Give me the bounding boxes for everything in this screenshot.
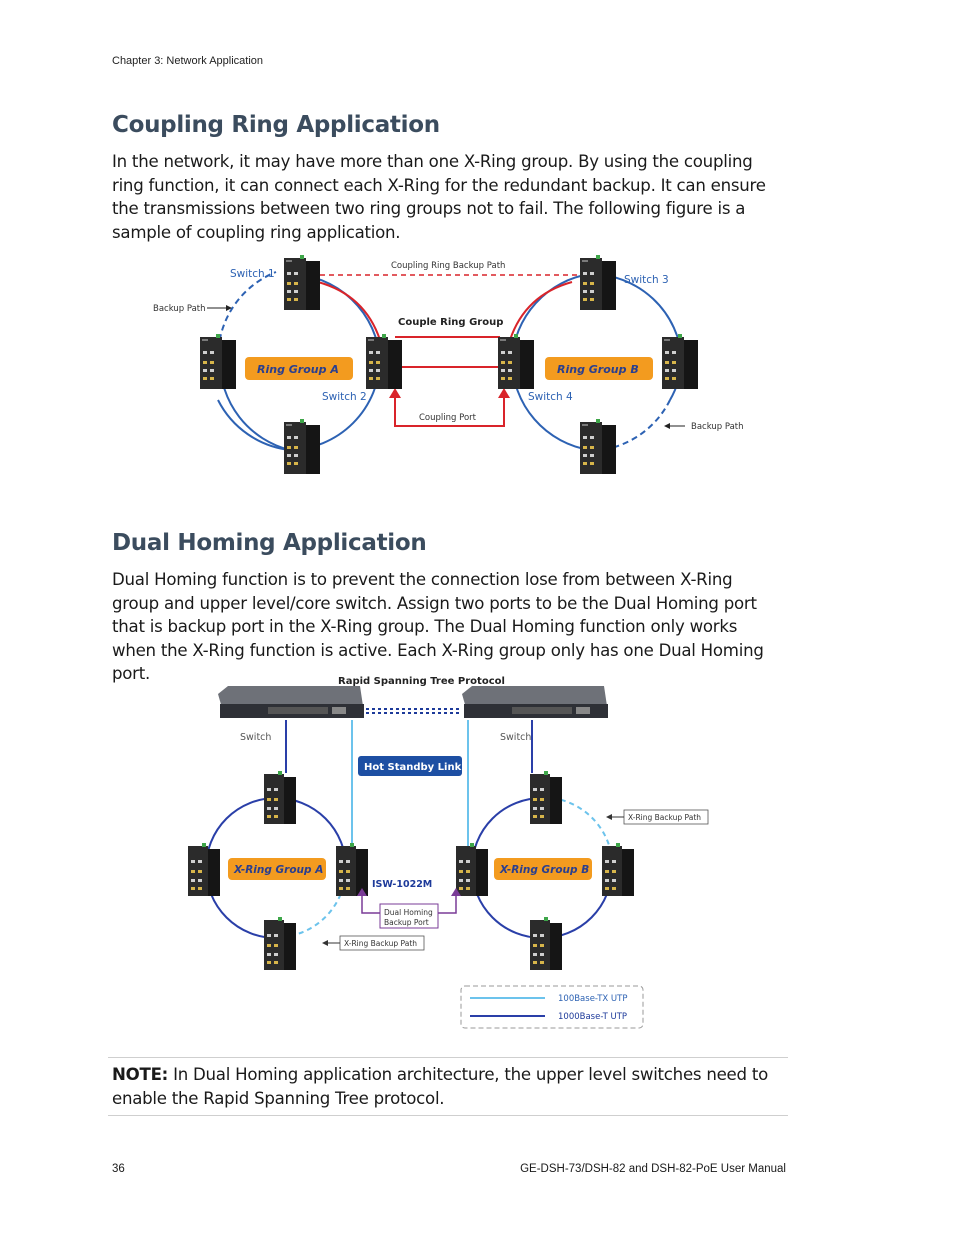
coupling-backup-path-label: Coupling Ring Backup Path bbox=[391, 261, 505, 271]
switch-right-label: Switch bbox=[500, 732, 531, 743]
chapter-header: Chapter 3: Network Application bbox=[112, 55, 264, 67]
section-body-dual-homing: Dual Homing function is to prevent the c… bbox=[112, 570, 764, 683]
section-title-coupling: Coupling Ring Application bbox=[112, 112, 440, 138]
note-text: NOTE: In Dual Homing application archite… bbox=[112, 1063, 782, 1110]
section-title-dual-homing: Dual Homing Application bbox=[112, 530, 427, 556]
note-box: NOTE: In Dual Homing application archite… bbox=[108, 1057, 788, 1116]
ring-group-b-badge: Ring Group B bbox=[557, 363, 639, 376]
xring-a-badge: X-Ring Group A bbox=[233, 864, 323, 876]
xring-b-badge: X-Ring Group B bbox=[499, 864, 589, 876]
couple-ring-group-label: Couple Ring Group bbox=[398, 317, 503, 328]
ring-group-a-badge: Ring Group A bbox=[257, 363, 339, 376]
dual-homing-line1: Dual Homing bbox=[384, 908, 433, 917]
model-label: ISW-1022M bbox=[372, 879, 432, 890]
backup-path-right-label: Backup Path bbox=[691, 422, 744, 432]
coupling-port-label: Coupling Port bbox=[419, 413, 477, 423]
hot-standby-badge: Hot Standby Link bbox=[364, 762, 462, 773]
note-label: NOTE: bbox=[112, 1065, 169, 1084]
rstp-label: Rapid Spanning Tree Protocol bbox=[338, 676, 505, 687]
switch2-label: Switch 2 bbox=[322, 391, 367, 403]
xring-backup-right-label: X-Ring Backup Path bbox=[628, 813, 701, 822]
legend-tx-label: 100Base-TX UTP bbox=[558, 994, 627, 1004]
page-number: 36 bbox=[112, 1163, 125, 1175]
xring-backup-left-label: X-Ring Backup Path bbox=[344, 939, 417, 948]
backup-path-left-label: Backup Path bbox=[153, 304, 206, 314]
dual-homing-line2: Backup Port bbox=[384, 918, 429, 927]
section-body-coupling: In the network, it may have more than on… bbox=[112, 152, 766, 242]
switch4-label: Switch 4 bbox=[528, 391, 573, 403]
legend-t-label: 1000Base-T UTP bbox=[558, 1012, 627, 1022]
switch-left-label: Switch bbox=[240, 732, 271, 743]
coupling-ring-diagram: Switch 1 Switch 2 Switch 3 Switch 4 Back… bbox=[153, 255, 744, 474]
switch1-label: Switch 1 bbox=[230, 268, 275, 280]
note-body: In Dual Homing application architecture,… bbox=[112, 1065, 768, 1108]
dual-homing-diagram: Rapid Spanning Tree Protocol Switch Swit… bbox=[188, 676, 709, 1029]
manual-title: GE-DSH-73/DSH-82 and DSH-82-PoE User Man… bbox=[520, 1163, 786, 1175]
switch3-label: Switch 3 bbox=[624, 274, 669, 286]
